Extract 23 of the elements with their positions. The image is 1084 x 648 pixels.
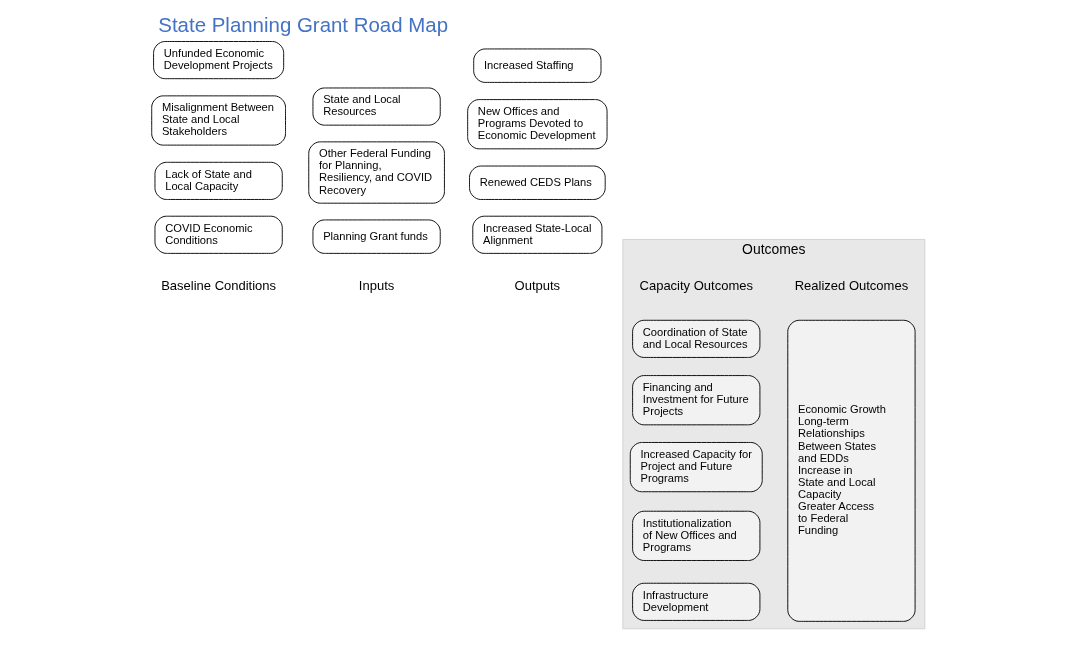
label: Outputs [514, 278, 561, 294]
node-box: Lack of State and Local Capacity [154, 161, 283, 200]
label: Inputs [358, 278, 395, 294]
label: Baseline Conditions [161, 278, 277, 294]
node-box: New Offices and Programs Devoted to Economic Development [467, 99, 608, 150]
node-box: Economic Growth Long-term Relationships Between States and EDDs Increase in State and Local Capacity Greater Access to Federal Funding [787, 319, 916, 622]
node-box: State and Local Resources [312, 87, 441, 126]
node-box: Institutionalization of New Offices and Programs [632, 510, 761, 561]
node-box: Increased State-Local Alignment [472, 215, 603, 254]
node-box: Infrastructure Development [632, 582, 761, 621]
label: Capacity Outcomes [639, 278, 753, 294]
node-box: Planning Grant funds [312, 219, 441, 254]
node-box: COVID Economic Conditions [154, 215, 283, 254]
node-box: Unfunded Economic Development Projects [153, 41, 285, 80]
node-box: Other Federal Funding for Planning, Resiliency, and COVID Recovery [308, 141, 445, 204]
node-box: Increased Capacity for Project and Future Programs [629, 442, 763, 493]
label: Realized Outcomes [794, 278, 909, 294]
node-box: Increased Staffing [473, 48, 602, 83]
node-box: Misalignment Between State and Local Stakeholders [151, 95, 286, 146]
node-box: Coordination of State and Local Resources [632, 319, 761, 358]
node-box: Financing and Investment for Future Projects [632, 375, 761, 426]
node-box: Renewed CEDS Plans [469, 165, 606, 200]
diagram-title: State Planning Grant Road Map [158, 12, 449, 36]
